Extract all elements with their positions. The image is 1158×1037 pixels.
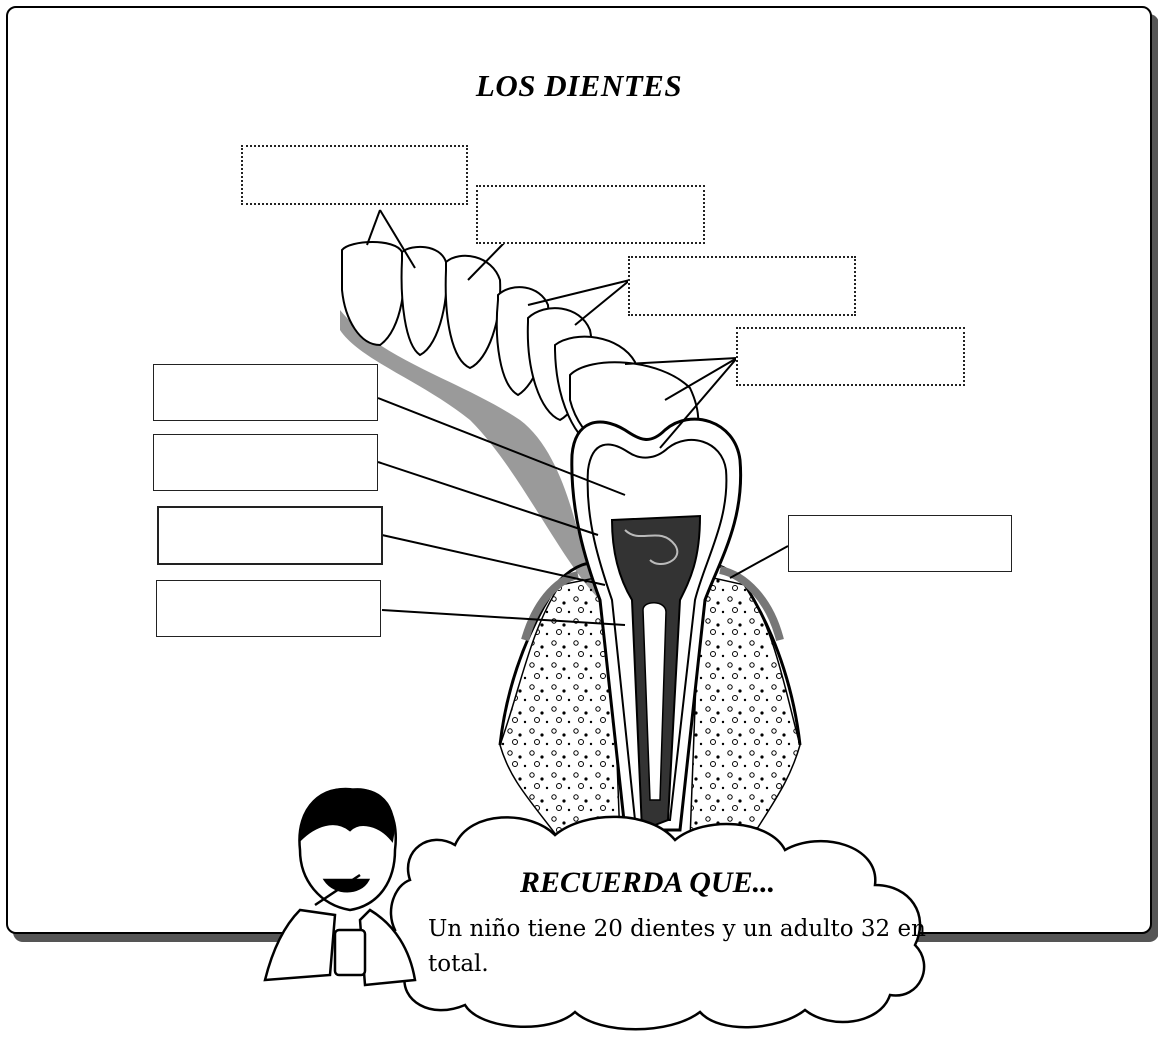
label-box-3[interactable] — [628, 256, 856, 316]
leader-lines — [366, 209, 789, 626]
teeth-row — [341, 241, 700, 465]
speech-bubble — [381, 815, 926, 1031]
label-box-9[interactable] — [788, 515, 1012, 572]
label-box-7[interactable] — [157, 506, 383, 565]
label-box-5[interactable] — [153, 364, 378, 421]
bubble-text: Un niño tiene 20 dientes y un adulto 32 … — [428, 916, 926, 977]
label-box-6[interactable] — [153, 434, 378, 491]
page-title: LOS DIENTES — [475, 68, 683, 103]
label-box-1[interactable] — [241, 145, 468, 205]
label-box-2[interactable] — [476, 185, 705, 244]
bubble-heading: RECUERDA QUE... — [520, 866, 776, 899]
label-box-8[interactable] — [156, 580, 381, 637]
label-box-4[interactable] — [736, 327, 965, 386]
child-illustration — [263, 787, 417, 987]
